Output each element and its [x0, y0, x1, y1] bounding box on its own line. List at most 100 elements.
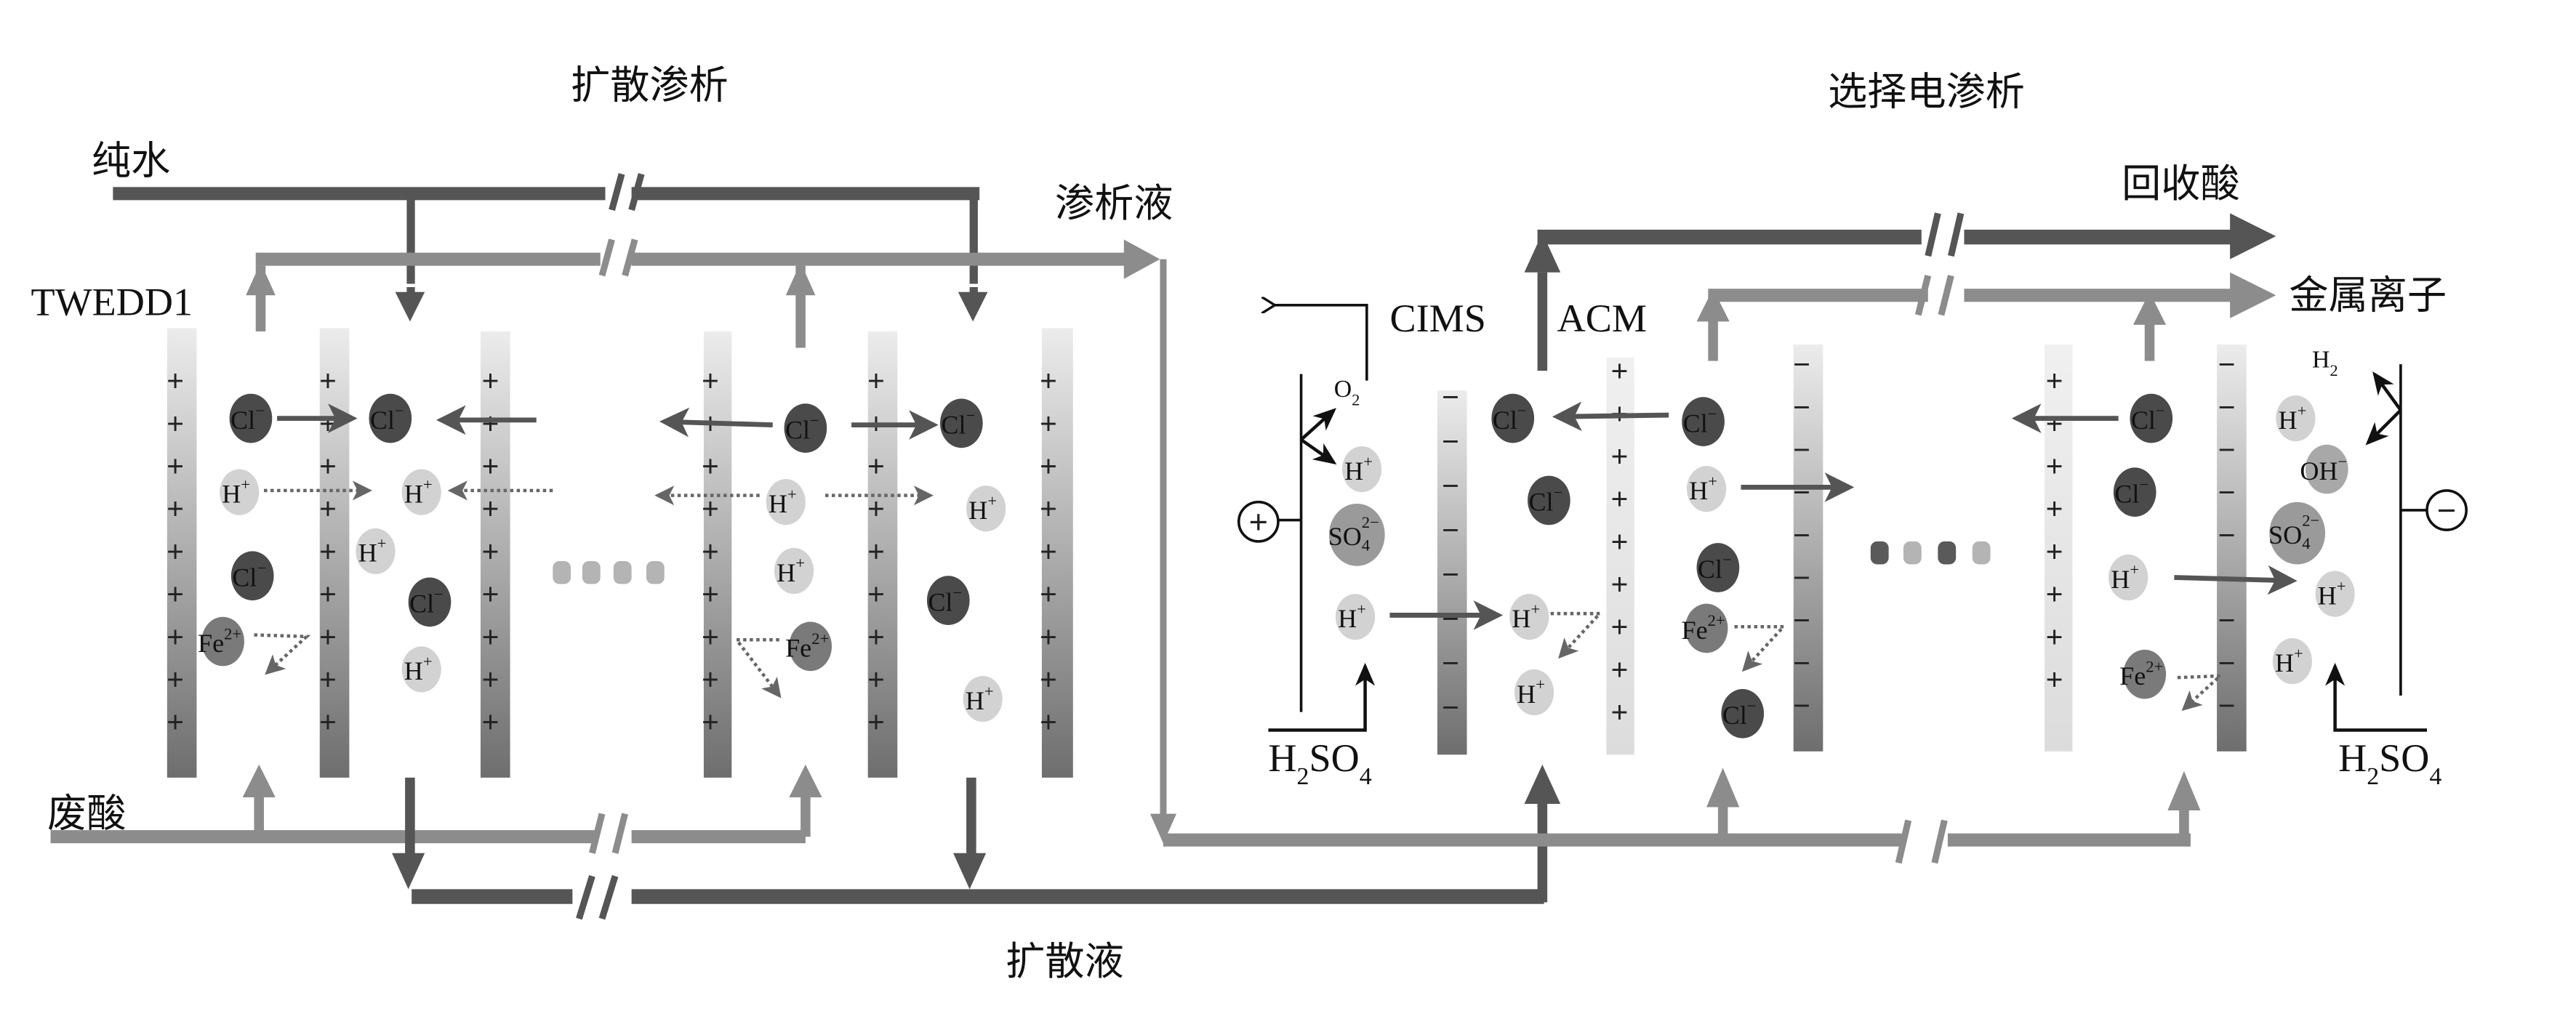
membrane-charge-plus: +: [482, 705, 499, 738]
membrane-charge-plus: +: [2046, 662, 2063, 696]
ion-proton: H+: [356, 528, 396, 575]
ion-proton-bubble: [1514, 669, 1554, 716]
membrane-charge-plus: +: [1611, 482, 1629, 515]
membrane-charge-plus: +: [166, 406, 184, 440]
cathode-symbol: −: [2425, 489, 2468, 531]
ions-layer: Cl−H+Cl−Fe2+Cl−H+H+Cl−H+Cl−H+H+Fe2+Cl−H+…: [198, 393, 2355, 738]
continuation-dots-dd: [553, 560, 665, 584]
ion-proton-bubble: [356, 528, 396, 575]
membrane-charge-minus: −: [1442, 602, 1459, 635]
membrane-charge-minus: −: [2218, 390, 2236, 424]
ion-proton-label: H+: [2278, 401, 2306, 435]
membrane-charge-plus: +: [482, 449, 499, 483]
membrane-charge-plus: +: [1040, 364, 1057, 398]
pipe-dialysate: [246, 239, 1177, 844]
ion-chloride-bubble: [1682, 397, 1725, 446]
ion-proton-label: H+: [777, 554, 805, 587]
ion-iron-bubble: [201, 616, 244, 666]
label-waste-acid: 废酸: [47, 791, 126, 837]
sed-membrane-charge-signs: −−−−−−−−+++++++++−−−−−−−−−++++++++−−−−−−…: [1442, 347, 2235, 729]
ion-proton-label: H+: [1338, 600, 1366, 633]
membrane-cims-1: [1437, 390, 1467, 755]
membrane-charge-plus: +: [702, 534, 719, 568]
ion-proton: H+: [1686, 466, 1727, 512]
membrane-charge-minus: −: [1793, 347, 1810, 381]
membrane-charge-plus: +: [319, 406, 337, 440]
ion-hydroxide-label: OH−: [2300, 452, 2347, 486]
membrane-charge-plus: +: [166, 577, 184, 611]
membrane-charge-plus: +: [1611, 653, 1629, 686]
ion-proton-bubble: [2272, 638, 2312, 685]
pipe-pure-water: [113, 187, 980, 284]
membrane-charge-minus: −: [2218, 603, 2236, 637]
membrane-charge-plus: +: [1611, 439, 1629, 472]
svg-text:+: +: [1249, 503, 1268, 540]
membrane-charge-minus: −: [1793, 561, 1810, 595]
membrane-charge-plus: +: [867, 492, 885, 525]
ion-chloride-label: Cl−: [941, 406, 975, 440]
membrane-charge-plus: +: [1040, 534, 1057, 568]
ion-proton-label: H+: [1344, 452, 1373, 486]
membrane-charge-plus: +: [319, 364, 337, 398]
pipe-dialysate-feed-sed: [1163, 768, 2201, 847]
membrane-charge-plus: +: [1611, 568, 1629, 601]
ion-hydroxide: OH−: [2300, 444, 2348, 494]
membrane-charge-plus: +: [867, 705, 885, 738]
ion-chloride-bubble: [2113, 467, 2156, 517]
arrow-pure-water-down-1: [395, 287, 425, 322]
title-selective-electrodialysis: 选择电渗析: [1828, 68, 2025, 114]
ion-chloride: Cl−: [1682, 397, 1725, 446]
membrane-charge-plus: +: [319, 449, 337, 483]
label-twedd1: TWEDD1: [31, 280, 193, 323]
ion-chloride: Cl−: [1491, 393, 1535, 443]
ion-proton-bubble: [1335, 594, 1376, 640]
break-mark-dialysate: [598, 238, 638, 277]
ion-chloride-bubble: [939, 398, 983, 448]
membrane-charge-plus: +: [2046, 534, 2063, 568]
ion-iron-label: Fe2+: [785, 629, 829, 663]
ion-chloride-label: Cl−: [785, 411, 819, 444]
membrane-charge-plus: +: [1040, 662, 1057, 696]
ion-proton-label: H+: [222, 475, 250, 508]
pipe-metal-ions: [1696, 272, 2276, 361]
ion-proton: H+: [401, 646, 441, 693]
break-mark-recovered-acid: [1925, 212, 1965, 257]
membrane-charge-plus: +: [702, 620, 719, 653]
membrane-charge-minus: −: [1793, 603, 1810, 637]
pipe-waste-acid: [50, 764, 822, 844]
continuation-dots-sed: [1870, 541, 1991, 565]
membrane-charge-plus: +: [319, 705, 337, 738]
ion-proton-bubble: [2315, 571, 2355, 617]
ion-proton: H+: [2276, 395, 2316, 442]
membrane-charge-plus: +: [702, 705, 719, 738]
ion-chloride-label: Cl−: [1528, 483, 1562, 517]
ion-chloride-bubble: [229, 393, 273, 443]
ion-chloride: Cl−: [784, 403, 827, 453]
membrane-charge-plus: +: [2046, 449, 2063, 483]
ion-proton-bubble: [774, 547, 814, 595]
ion-proton: H+: [2315, 571, 2355, 617]
ion-iron-label: Fe2+: [198, 624, 241, 658]
ion-iron-label: Fe2+: [1681, 611, 1725, 645]
label-pure-water: 纯水: [92, 137, 170, 183]
ion-chloride-label: Cl−: [1493, 401, 1527, 435]
membrane-charge-plus: +: [319, 534, 337, 568]
membrane-charge-plus: +: [482, 662, 499, 696]
membrane-charge-plus: +: [166, 449, 184, 483]
anode-assembly: [1268, 305, 1376, 732]
membrane-charge-plus: +: [319, 577, 337, 611]
membrane-charge-plus: +: [166, 662, 184, 696]
feed-h2so4-right: H2SO4: [2338, 736, 2441, 790]
ion-chloride-bubble: [1696, 543, 1740, 592]
membrane-charge-minus: −: [1442, 557, 1459, 591]
anode-gas-o2: O2: [1334, 376, 1360, 408]
dd-membrane-charge-signs: ++++++++++++++++++++++++++++++++++++++++…: [166, 364, 1057, 738]
membrane-charge-plus: +: [702, 364, 719, 398]
ion-chloride-bubble: [369, 393, 412, 443]
membrane-charge-minus: −: [1793, 475, 1810, 509]
ion-proton: H+: [1514, 669, 1554, 716]
membrane-charge-minus: −: [2218, 347, 2236, 381]
membrane-acm-1: [1606, 358, 1634, 755]
membrane-charge-plus: +: [166, 492, 184, 525]
label-metal-ions: 金属离子: [2289, 272, 2447, 318]
